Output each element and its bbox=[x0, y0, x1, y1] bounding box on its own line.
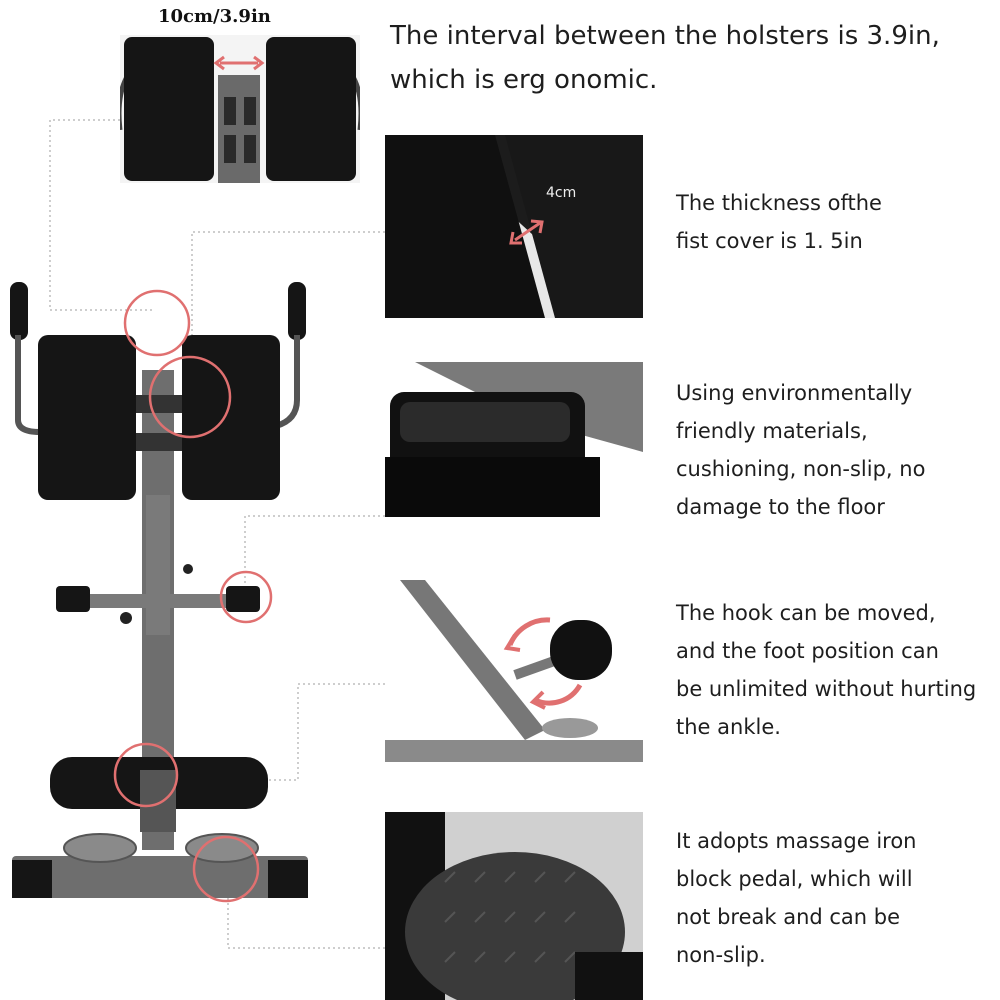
highlight-circle-fist-cover bbox=[148, 355, 232, 439]
holster-interval-photo bbox=[120, 35, 360, 183]
iron-pedal-photo bbox=[385, 812, 643, 1000]
caption-movable-hook: The hook can be moved, and the foot posi… bbox=[676, 601, 977, 739]
leader-line-pedal bbox=[227, 875, 385, 949]
caption-holster-interval: The interval between the holsters is 3.9… bbox=[390, 21, 940, 95]
caption-floor-protection: Using environmentally friendly materials… bbox=[676, 381, 926, 519]
leader-line-floor-pad bbox=[244, 515, 385, 585]
movable-hook-photo bbox=[385, 580, 643, 762]
caption-iron-pedal: It adopts massage iron block pedal, whic… bbox=[676, 829, 917, 967]
thickness-measure: 4cm bbox=[546, 185, 577, 201]
highlight-circle-floor-pad bbox=[219, 570, 273, 624]
leader-line-holster bbox=[49, 119, 155, 311]
caption-fist-cover: The thickness ofthe fist cover is 1. 5in bbox=[676, 191, 882, 253]
holster-interval-measure: 10cm/3.9in bbox=[158, 6, 271, 27]
highlight-circle-holster bbox=[123, 289, 191, 357]
highlight-circle-pedal bbox=[192, 835, 260, 903]
fist-cover-photo bbox=[385, 135, 643, 318]
floor-pad-photo bbox=[385, 362, 643, 538]
highlight-circle-hook bbox=[113, 742, 179, 808]
